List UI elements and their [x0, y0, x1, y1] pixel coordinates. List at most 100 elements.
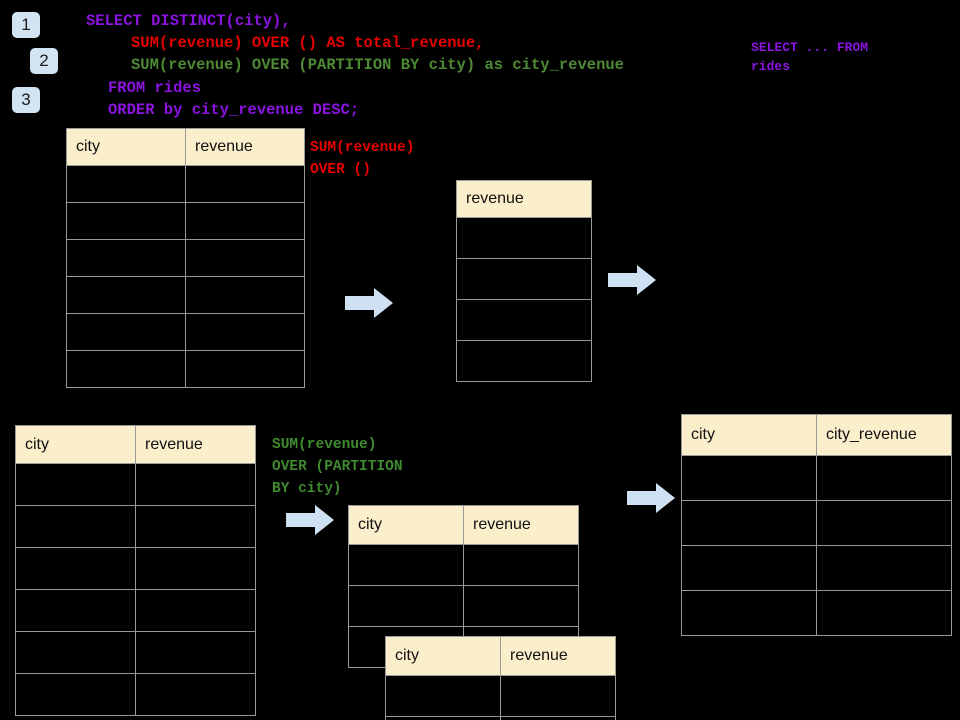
column-header-revenue: revenue [500, 636, 616, 676]
cell-city [681, 500, 817, 546]
table-row [681, 590, 952, 636]
cell-city [66, 165, 186, 203]
sidenote-select-from-line2: rides [751, 59, 791, 74]
cell-revenue [185, 350, 305, 388]
cell-revenue [456, 340, 592, 382]
cell-revenue [463, 544, 579, 586]
sql-line-city-revenue: SUM(revenue) OVER (PARTITION BY city) as… [131, 56, 624, 74]
table-row [456, 340, 592, 382]
cell-revenue [185, 276, 305, 314]
annotation-total-revenue-line2: OVER () [310, 162, 371, 178]
cell-city-revenue [816, 500, 952, 546]
cell-revenue [185, 313, 305, 351]
table-row [681, 545, 952, 591]
cell-city-revenue [816, 545, 952, 591]
arrow-source-to-total [345, 288, 393, 318]
table-row [66, 239, 305, 277]
sidenote-select-from-line1: SELECT ... FROM [751, 40, 869, 55]
table-row [456, 258, 592, 300]
cell-city [66, 313, 186, 351]
table-row [681, 455, 952, 501]
table-row [66, 165, 305, 203]
arrow-shaft [286, 513, 317, 527]
cell-city [66, 276, 186, 314]
table-header-row: city revenue [385, 636, 616, 676]
column-header-city: city [681, 414, 817, 456]
sql-line-select: SELECT DISTINCT(city), [86, 12, 291, 30]
arrow-head [656, 483, 675, 513]
step-badge-2: 2 [30, 48, 58, 74]
cell-revenue [135, 463, 256, 506]
column-header-revenue: revenue [135, 425, 256, 464]
cell-city [681, 455, 817, 501]
table-source-bottom: city revenue [15, 425, 256, 716]
column-header-city: city [15, 425, 136, 464]
cell-city [385, 716, 501, 720]
cell-city [15, 463, 136, 506]
cell-revenue [456, 217, 592, 259]
table-header-row: city city_revenue [681, 414, 952, 456]
cell-revenue [500, 716, 616, 720]
cell-city [348, 544, 464, 586]
cell-revenue [185, 239, 305, 277]
cell-city-revenue [816, 590, 952, 636]
cell-revenue [135, 631, 256, 674]
table-result: city city_revenue [681, 414, 952, 636]
cell-revenue [185, 165, 305, 203]
table-row [15, 673, 256, 716]
column-header-city: city [385, 636, 501, 676]
cell-city [15, 505, 136, 548]
cell-city [15, 589, 136, 632]
table-row [15, 463, 256, 506]
arrow-head [374, 288, 393, 318]
cell-city [348, 585, 464, 627]
table-row [348, 544, 579, 586]
annotation-city-revenue-line2: OVER (PARTITION [272, 459, 403, 475]
table-row [66, 350, 305, 388]
table-row [15, 631, 256, 674]
cell-city [385, 675, 501, 717]
step-badge-1: 1 [12, 12, 40, 38]
table-row [66, 313, 305, 351]
table-row [66, 276, 305, 314]
cell-city [15, 673, 136, 716]
table-header-row: revenue [456, 180, 592, 218]
cell-city [681, 590, 817, 636]
cell-revenue [456, 299, 592, 341]
annotation-city-revenue-line3: BY city) [272, 481, 342, 497]
cell-city-revenue [816, 455, 952, 501]
cell-revenue [463, 585, 579, 627]
cell-revenue [135, 547, 256, 590]
table-row [15, 547, 256, 590]
table-row [385, 716, 616, 720]
column-header-city: city [348, 505, 464, 545]
table-header-row: city revenue [66, 128, 305, 166]
cell-revenue [500, 675, 616, 717]
table-header-row: city revenue [348, 505, 579, 545]
sql-line-from: FROM rides [108, 79, 202, 97]
cell-city [15, 547, 136, 590]
table-row [15, 505, 256, 548]
cell-revenue [135, 589, 256, 632]
sql-line-order-by: ORDER by city_revenue DESC; [108, 101, 360, 119]
table-row [66, 202, 305, 240]
table-row [348, 585, 579, 627]
column-header-city: city [66, 128, 186, 166]
cell-city [66, 202, 186, 240]
cell-city [66, 350, 186, 388]
arrow-shaft [608, 273, 639, 287]
sql-line-total-revenue: SUM(revenue) OVER () AS total_revenue, [131, 34, 485, 52]
arrow-shaft [345, 296, 376, 310]
table-row [681, 500, 952, 546]
table-source-top: city revenue [66, 128, 305, 388]
arrow-total-to-result [608, 265, 656, 295]
arrow-head [315, 505, 334, 535]
table-row [385, 675, 616, 717]
cell-city [15, 631, 136, 674]
table-partition-b: city revenue [385, 636, 616, 720]
cell-revenue [456, 258, 592, 300]
table-row [456, 217, 592, 259]
arrow-shaft [627, 491, 658, 505]
annotation-city-revenue-line1: SUM(revenue) [272, 437, 377, 453]
